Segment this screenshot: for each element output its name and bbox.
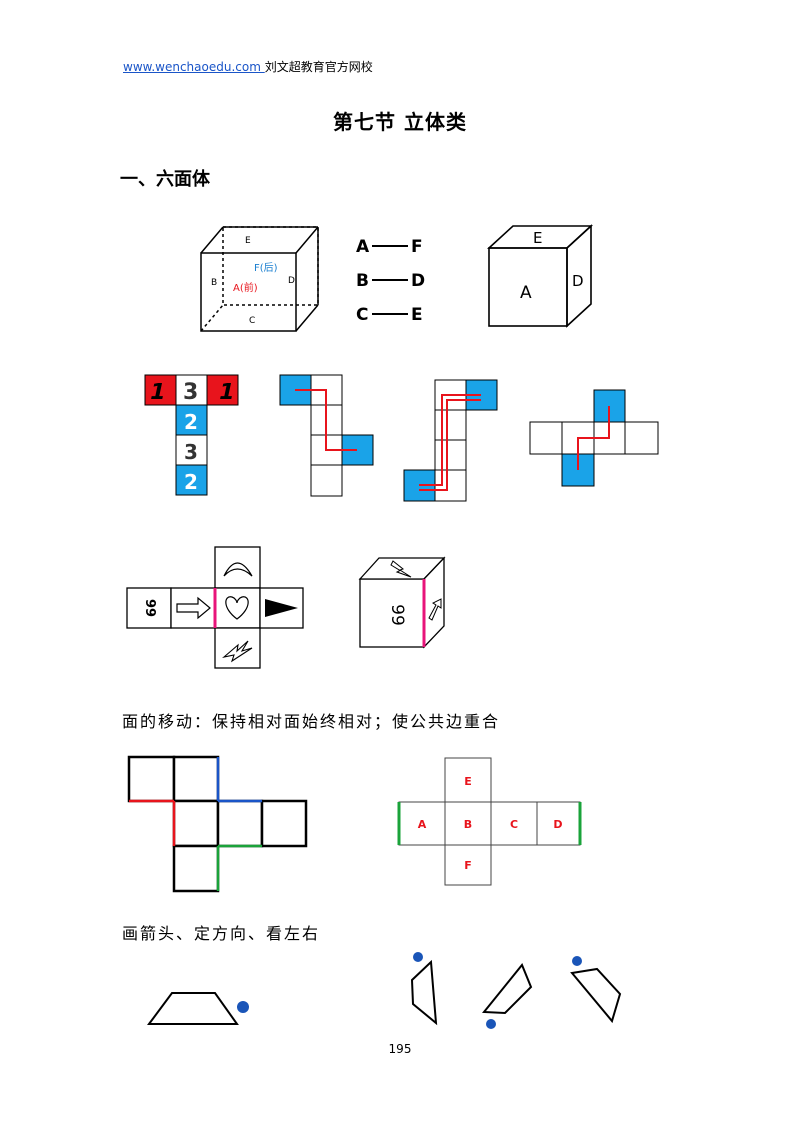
pair-2-a: B — [356, 271, 369, 291]
symbol-net: 99 — [126, 546, 304, 669]
face-label-bottom: C — [249, 316, 255, 326]
net-path-3 — [529, 389, 659, 487]
lightning-icon — [222, 640, 253, 663]
net-face-text: 99 — [142, 599, 157, 617]
marker-dot — [486, 1019, 496, 1029]
net-num-6: 2 — [184, 470, 198, 494]
colored-edge-net — [127, 755, 308, 893]
caption-face-movement: 面的移动：保持相对面始终相对；使公共边重合 — [122, 712, 501, 731]
cross-face-bottom: F — [464, 859, 472, 872]
heart-icon — [225, 596, 249, 620]
marker-dot — [413, 952, 423, 962]
lightning-icon — [390, 560, 412, 578]
triangle-icon — [265, 599, 298, 617]
net-num-1: 1 — [147, 379, 168, 405]
net-num-5: 3 — [184, 440, 198, 464]
quad-shape-3 — [570, 956, 622, 1024]
net-path-1 — [279, 374, 374, 497]
face-label-right: D — [288, 276, 295, 286]
quad-shape-1 — [410, 952, 438, 1026]
face-label-front: A(前) — [233, 281, 258, 294]
face-label-back: F(后) — [254, 262, 278, 274]
cross-face-right2: D — [553, 818, 562, 831]
net-num-4: 2 — [184, 410, 198, 434]
marker-dot — [572, 956, 582, 966]
symbol-cube: 99 — [358, 556, 446, 649]
opposite-pairs: A F B D C E — [356, 237, 425, 325]
marker-dot — [237, 1001, 249, 1013]
pair-1-b: F — [411, 237, 423, 257]
page-number: 195 — [388, 1042, 412, 1056]
wireframe-cube: E F(后) A(前) B D C — [200, 226, 319, 332]
moon-icon — [223, 562, 253, 577]
net-num-2: 3 — [183, 380, 198, 405]
pair-3-b: E — [411, 305, 423, 325]
cube-face-front: A — [520, 283, 532, 303]
labeled-cube: E A D — [486, 224, 594, 328]
site-link[interactable]: www.wenchaoedu.com — [123, 60, 265, 74]
pair-1-a: A — [356, 237, 370, 257]
org-name: 刘文超教育官方网校 — [264, 60, 373, 74]
trapezoid-shape — [147, 992, 249, 1025]
face-label-top: E — [245, 236, 251, 246]
quad-shape-2 — [481, 963, 533, 1029]
cross-face-right1: C — [510, 818, 518, 831]
numbered-net: 1 3 1 2 3 2 — [144, 374, 239, 496]
cross-face-left: A — [418, 818, 427, 831]
pair-2-b: D — [411, 271, 425, 291]
cube-face-top: E — [533, 229, 542, 247]
arrow-icon — [428, 598, 442, 621]
caption-arrow-direction: 画箭头、定方向、看左右 — [122, 924, 321, 943]
net-num-3: 1 — [216, 379, 237, 405]
cross-face-center: B — [464, 818, 472, 831]
pair-3-a: C — [356, 305, 368, 325]
cross-net: E A B C D F — [397, 757, 582, 886]
net-path-2 — [403, 379, 498, 502]
cube-face-text: 99 — [387, 604, 407, 626]
arrow-right-icon — [176, 596, 211, 620]
page-header: www.wenchaoedu.com 刘文超教育官方网校 — [123, 58, 373, 75]
cross-face-top: E — [464, 775, 472, 788]
cube-face-right: D — [572, 272, 584, 290]
section-heading: 一、六面体 — [120, 169, 210, 190]
face-label-left: B — [211, 278, 217, 288]
page-title: 第七节 立体类 — [333, 110, 467, 134]
